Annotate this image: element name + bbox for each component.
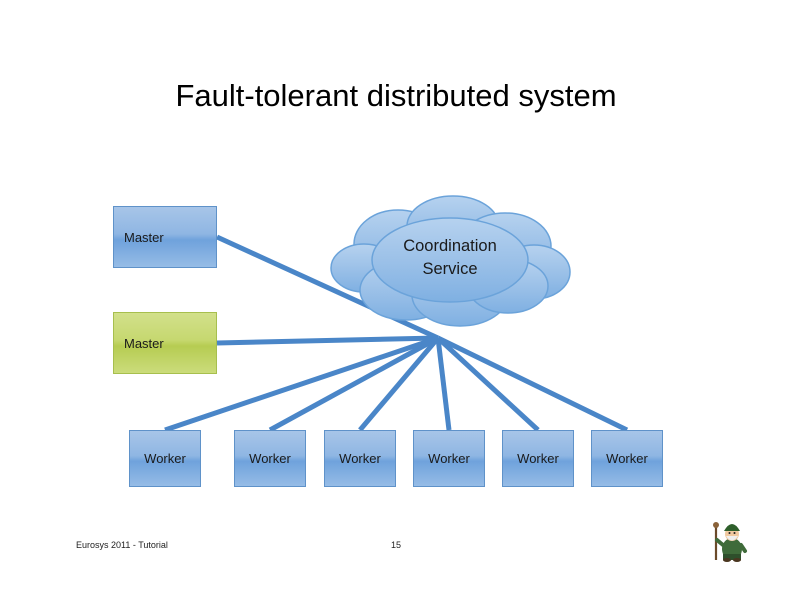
page-title: Fault-tolerant distributed system — [175, 78, 617, 113]
node-worker-2[interactable]: Worker — [234, 430, 306, 487]
node-master-secondary-label: Master — [124, 335, 164, 351]
node-master-primary-label: Master — [124, 229, 164, 245]
footer-page-number: 15 — [390, 540, 401, 550]
node-master-secondary[interactable]: Master — [113, 312, 217, 374]
connector-cloud-to-master2 — [216, 335, 439, 346]
node-worker-5-label: Worker — [517, 451, 559, 466]
connector-cloud-to-worker3 — [358, 336, 440, 432]
node-worker-6-label: Worker — [606, 451, 648, 466]
footer-left-text: Eurosys 2011 - Tutorial — [76, 540, 168, 550]
node-worker-3[interactable]: Worker — [324, 430, 396, 487]
connector-cloud-to-worker5 — [436, 336, 540, 432]
node-worker-2-label: Worker — [249, 451, 291, 466]
cloud-label-line2: Service — [422, 260, 478, 279]
node-worker-1[interactable]: Worker — [129, 430, 201, 487]
node-worker-3-label: Worker — [339, 451, 381, 466]
cloud-label: Coordination Service — [320, 235, 580, 282]
node-master-primary[interactable]: Master — [113, 206, 217, 268]
connector-cloud-to-worker2 — [268, 335, 440, 433]
gnome-mascot-icon — [706, 518, 750, 562]
node-worker-6[interactable]: Worker — [591, 430, 663, 487]
node-worker-4-label: Worker — [428, 451, 470, 466]
connector-cloud-to-worker4 — [435, 337, 452, 431]
coordination-service-cloud — [320, 190, 580, 335]
connector-cloud-to-worker6 — [436, 335, 629, 433]
cloud-label-line1: Coordination — [403, 237, 497, 255]
node-worker-1-label: Worker — [144, 451, 186, 466]
node-worker-4[interactable]: Worker — [413, 430, 485, 487]
node-worker-5[interactable]: Worker — [502, 430, 574, 487]
